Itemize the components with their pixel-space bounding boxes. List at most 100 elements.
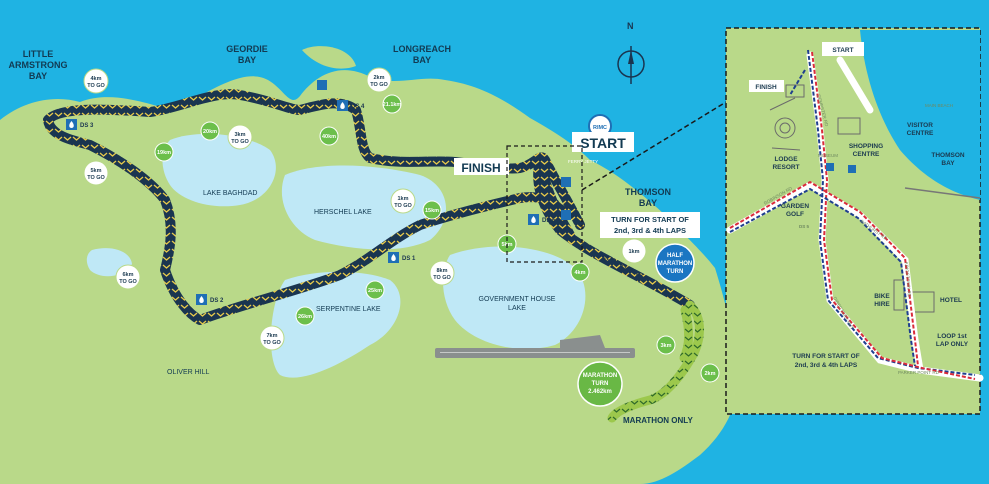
inset-turn-line-1: TURN FOR START OF: [792, 353, 859, 360]
inset-connector: [581, 101, 727, 191]
km-marker: 2km: [700, 363, 720, 383]
drink-stations: DS 3DS 4DS 5DS 1DS 2: [66, 100, 556, 305]
km-marker: 20km: [200, 121, 220, 141]
little-armstrong-bay-line-3: BAY: [29, 71, 47, 81]
km-marker: 3km: [656, 335, 676, 355]
toilet-icon: [561, 177, 571, 187]
herschel-lake-label: HERSCHEL LAKE: [314, 209, 372, 216]
finish-label: FINISH: [454, 158, 509, 175]
toilet-icon: [317, 80, 327, 90]
little-armstrong-bay-line-2: ARMSTRONG: [9, 60, 68, 70]
oliver-hill-label: OLIVER HILL: [167, 369, 210, 376]
toilet-icon: [561, 210, 571, 220]
turn-line-2: 2nd, 3rd & 4th LAPS: [614, 226, 686, 235]
inset-road-5: MAIN BEACH: [925, 103, 953, 108]
km-marker-text: 40km: [322, 134, 336, 140]
togo-marker-text: 4km: [90, 76, 101, 82]
km-markers: 21.1km20km40km19km15km5km4km25km26km3km2…: [154, 94, 720, 383]
inset-visitor-line-1: VISITOR: [907, 122, 933, 129]
marathon-turn-line-2: TURN: [592, 381, 609, 387]
drink-station: DS 5: [528, 214, 556, 225]
marathon-turn-line-3: 2.462km: [588, 389, 612, 395]
logo-text: RIMC: [593, 125, 607, 131]
inset-museum: MUSEUM: [818, 153, 838, 158]
km-marker-text: 2km: [704, 371, 715, 377]
km-marker-text: 3km: [660, 343, 671, 349]
geordie-bay-line-2: BAY: [238, 55, 256, 65]
finish-text: FINISH: [461, 161, 500, 175]
km-marker-text: 15km: [425, 208, 439, 214]
togo-marker-text: 7km: [266, 333, 277, 339]
inset-golf-line-2: GOLF: [786, 211, 804, 218]
togo-marker-text: TO GO: [119, 279, 137, 285]
togo-marker-text: TO GO: [231, 139, 249, 145]
drink-station-label: DS 4: [351, 104, 365, 110]
drink-station-label: DS 2: [210, 298, 224, 304]
longreach-bay-line-2: BAY: [413, 55, 431, 65]
serpentine-lake-label: SERPENTINE LAKE: [316, 306, 381, 313]
togo-marker-text: 1km: [628, 249, 639, 255]
route-marathon-only: [607, 300, 704, 423]
togo-marker-text: TO GO: [87, 83, 105, 89]
airstrip: [435, 335, 635, 358]
inset-toilet-icon: [848, 165, 856, 173]
togo-marker-text: 2km: [373, 75, 384, 81]
inset-sea: [860, 30, 980, 200]
km-marker: 4km: [570, 262, 590, 282]
inset-bike-line-2: HIRE: [874, 301, 890, 308]
km-marker-text: 19km: [157, 150, 171, 156]
route-main: [43, 89, 695, 325]
government-house-lake-line-2: LAKE: [508, 305, 526, 312]
km-marker: 15km: [422, 200, 442, 220]
inset-start-label: START: [822, 42, 864, 56]
serpentine-lake: [270, 271, 401, 378]
inset-road-4: PARKER POINT RD: [898, 370, 940, 375]
government-house-lake-line-1: GOVERNMENT HOUSE: [479, 296, 556, 303]
togo-marker: 1km: [621, 238, 647, 264]
togo-marker-text: 6km: [122, 272, 133, 278]
inset-lodge-line-1: LODGE: [774, 156, 798, 163]
togo-marker-text: 3km: [234, 132, 245, 138]
inset-thomson-line-2: BAY: [941, 160, 955, 167]
drink-station: DS 4: [337, 100, 365, 111]
government-house-lake: [443, 246, 586, 349]
little-armstrong-bay-line-1: LITTLE: [23, 49, 54, 59]
inset-shopping-line-1: SHOPPING: [849, 143, 883, 150]
marathon-turn-line-1: MARATHON: [583, 373, 618, 379]
km-marker: 40km: [319, 126, 339, 146]
inset-ds5: DS 5: [799, 224, 810, 229]
inset-bike-line-1: BIKE: [874, 293, 890, 300]
inset-loop-line-2: LAP ONLY: [936, 341, 969, 348]
half-turn-line-2: MARATHON: [658, 261, 693, 267]
inset-lodge-line-2: RESORT: [772, 164, 799, 171]
longreach-bay-line-1: LONGREACH: [393, 44, 451, 54]
lake-baghdad: [162, 133, 276, 207]
inset-route: [729, 49, 976, 380]
togo-marker-text: 1km: [397, 196, 408, 202]
inset-golf-line-1: GARDEN: [781, 203, 809, 210]
inset-toilet-icon: [826, 163, 834, 171]
inset-jetty: [904, 187, 981, 199]
